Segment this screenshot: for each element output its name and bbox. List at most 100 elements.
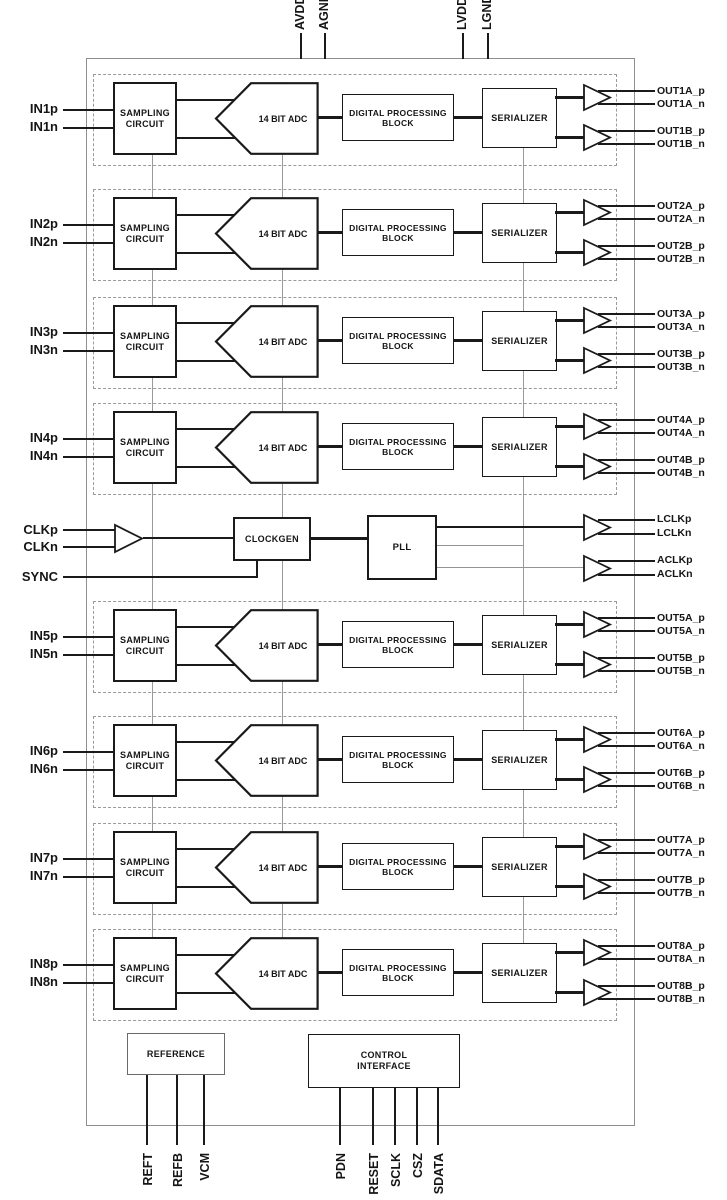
- pin-stub-lgnd: [487, 33, 489, 59]
- control-interface-label-line1: CONTROL: [360, 1050, 408, 1060]
- chip-outline: [86, 58, 635, 1126]
- clockgen-label: CLOCKGEN: [245, 534, 299, 544]
- wire-input-p: [63, 964, 115, 966]
- output-buffer-b-icon: [583, 452, 613, 481]
- input-pin-label-p: IN4p: [29, 430, 58, 445]
- output-pin-label-b-p: OUT1B_p: [657, 125, 705, 137]
- channel-5: IN5p IN5n SAMPLING CIRCUIT 14 BIT ADC DI…: [0, 601, 727, 693]
- csz-pin-label: CSZ: [411, 1153, 425, 1178]
- output-pin-label-b-n: OUT2B_n: [657, 253, 705, 265]
- wire-output-b-p: [598, 459, 655, 461]
- channel-1: IN1p IN1n SAMPLING CIRCUIT 14 BIT ADC DI…: [0, 74, 727, 166]
- wire-sampling-to-adc-top: [177, 322, 238, 324]
- sampling-circuit-label-line2: CIRCUIT: [125, 645, 165, 656]
- wire-adc-to-dpb: [318, 339, 343, 342]
- serializer-block: SERIALIZER: [482, 203, 557, 263]
- dpb-label-line2: BLOCK: [382, 232, 414, 243]
- lclk-output-buffer-icon: [583, 513, 613, 542]
- adc-label: 14 BIT ADC: [259, 863, 308, 873]
- pll-label: PLL: [392, 542, 412, 553]
- wire-output-a-n: [598, 326, 655, 328]
- sampling-circuit-label-line2: CIRCUIT: [125, 233, 165, 244]
- output-buffer-b-icon: [583, 650, 613, 679]
- wire-output-a-n: [598, 432, 655, 434]
- output-buffer-b-icon: [583, 346, 613, 375]
- wire-output-a-n: [598, 630, 655, 632]
- dpb-label-line1: DIGITAL PROCESSING: [349, 330, 447, 341]
- wire-clkn: [63, 546, 115, 548]
- wire-input-p: [63, 636, 115, 638]
- wire-sampling-to-adc-bottom: [177, 664, 238, 666]
- output-pin-label-a-p: OUT8A_p: [657, 940, 705, 952]
- sampling-circuit-block: SAMPLING CIRCUIT: [113, 724, 177, 797]
- wire-pll-to-aclk-buffer: [437, 567, 585, 568]
- channel-6: IN6p IN6n SAMPLING CIRCUIT 14 BIT ADC DI…: [0, 716, 727, 808]
- wire-sampling-to-adc-bottom: [177, 252, 238, 254]
- output-pin-label-b-p: OUT4B_p: [657, 454, 705, 466]
- serializer-label: SERIALIZER: [491, 228, 548, 238]
- wire-output-a-n: [598, 852, 655, 854]
- wire-dpb-to-serializer: [453, 116, 483, 119]
- sampling-circuit-label-line1: SAMPLING: [120, 331, 170, 341]
- adc-pentagon-block: 14 BIT ADC: [214, 305, 319, 378]
- wire-clockgen-to-pll: [311, 537, 367, 540]
- output-pin-label-b-n: OUT8B_n: [657, 993, 705, 1005]
- digital-processing-block: DIGITAL PROCESSING BLOCK: [342, 94, 454, 141]
- pin-stub-reset: [372, 1088, 374, 1145]
- wire-output-b-n: [598, 998, 655, 1000]
- agnd-pin-label: AGND: [317, 0, 331, 30]
- input-pin-label-p: IN1p: [29, 101, 58, 116]
- wire-serializer-to-buffer-a: [555, 425, 586, 428]
- input-pin-label-p: IN6p: [29, 743, 58, 758]
- adc-label: 14 BIT ADC: [259, 337, 308, 347]
- output-pin-label-a-n: OUT3A_n: [657, 321, 705, 333]
- pin-stub-csz: [416, 1088, 418, 1145]
- output-pin-label-b-p: OUT5B_p: [657, 652, 705, 664]
- dpb-label-line2: BLOCK: [382, 446, 414, 457]
- serializer-label: SERIALIZER: [491, 968, 548, 978]
- serializer-block: SERIALIZER: [482, 311, 557, 371]
- wire-output-b-p: [598, 772, 655, 774]
- wire-output-b-p: [598, 130, 655, 132]
- channel-dashed-boundary: [93, 189, 617, 281]
- sampling-circuit-label-line1: SAMPLING: [120, 857, 170, 867]
- output-buffer-a-icon: [583, 198, 613, 227]
- output-pin-label-a-n: OUT7A_n: [657, 847, 705, 859]
- channel-dashed-boundary: [93, 403, 617, 495]
- wire-output-b-p: [598, 353, 655, 355]
- wire-sampling-to-adc-bottom: [177, 137, 238, 139]
- wire-sampling-to-adc-top: [177, 99, 238, 101]
- control-interface-block: CONTROL INTERFACE: [308, 1034, 460, 1088]
- wire-lclkp: [598, 519, 655, 521]
- serializer-block: SERIALIZER: [482, 615, 557, 675]
- wire-input-n: [63, 982, 115, 984]
- channel-3: IN3p IN3n SAMPLING CIRCUIT 14 BIT ADC DI…: [0, 297, 727, 389]
- wire-serializer-to-buffer-b: [555, 465, 586, 468]
- input-pin-label-p: IN3p: [29, 324, 58, 339]
- sdata-pin-label: SDATA: [432, 1153, 446, 1194]
- output-pin-label-a-n: OUT8A_n: [657, 953, 705, 965]
- adc-pentagon-block: 14 BIT ADC: [214, 411, 319, 484]
- sampling-circuit-label-line2: CIRCUIT: [125, 760, 165, 771]
- output-pin-label-a-p: OUT7A_p: [657, 834, 705, 846]
- wire-aclkn: [598, 574, 655, 576]
- wire-input-n: [63, 350, 115, 352]
- output-buffer-b-icon: [583, 978, 613, 1007]
- wire-output-b-p: [598, 985, 655, 987]
- channel-7: IN7p IN7n SAMPLING CIRCUIT 14 BIT ADC DI…: [0, 823, 727, 915]
- adc-pentagon-block: 14 BIT ADC: [214, 831, 319, 904]
- wire-sync-v: [256, 561, 258, 578]
- adc-label: 14 BIT ADC: [259, 641, 308, 651]
- serializer-label: SERIALIZER: [491, 862, 548, 872]
- reset-pin-label: RESET: [367, 1153, 381, 1195]
- wire-adc-to-dpb: [318, 758, 343, 761]
- pin-stub-lvdd: [462, 33, 464, 59]
- output-pin-label-a-n: OUT2A_n: [657, 213, 705, 225]
- wire-serializer-to-buffer-a: [555, 845, 586, 848]
- dpb-label-line2: BLOCK: [382, 644, 414, 655]
- channel-2: IN2p IN2n SAMPLING CIRCUIT 14 BIT ADC DI…: [0, 189, 727, 281]
- pin-stub-vcm: [203, 1075, 205, 1145]
- output-pin-label-a-p: OUT4A_p: [657, 414, 705, 426]
- output-pin-label-b-p: OUT8B_p: [657, 980, 705, 992]
- wire-dpb-to-serializer: [453, 865, 483, 868]
